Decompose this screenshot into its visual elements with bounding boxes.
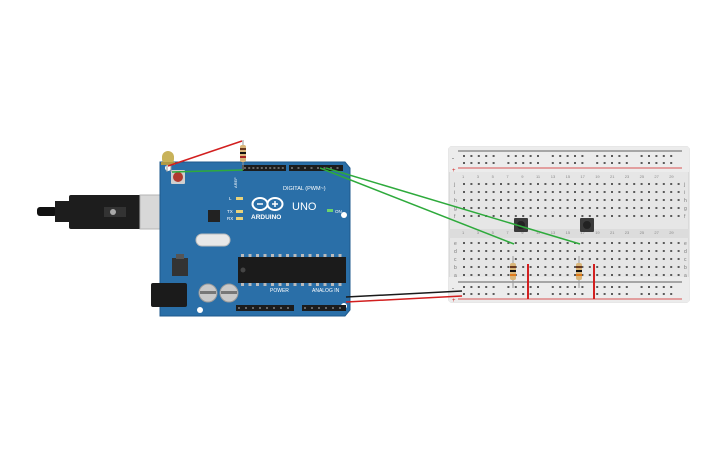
tx-label: TX [227, 209, 233, 214]
row-letter: a [684, 273, 687, 279]
wires [167, 140, 581, 303]
column-number: 1 [462, 230, 465, 235]
column-number: 23 [625, 230, 630, 235]
wire-gnd-to-rail[interactable] [345, 290, 463, 298]
row-letter: j [683, 182, 685, 188]
wire-pin-to-button2[interactable] [325, 167, 581, 245]
row-letter: c [454, 257, 457, 263]
column-number: 27 [654, 230, 659, 235]
column-number: 3 [477, 174, 480, 179]
column-number: 25 [640, 230, 645, 235]
aref-label: AREF [233, 177, 238, 188]
row-letter: a [454, 273, 457, 279]
row-letter: e [454, 241, 457, 247]
push-button-2[interactable] [580, 218, 594, 232]
row-letter: f [454, 214, 456, 220]
dc-jack [151, 283, 187, 307]
row-letter: j [453, 182, 455, 188]
wire-5v-to-rail[interactable] [345, 295, 463, 303]
atmega-chip [238, 257, 346, 283]
on-label: ON [335, 209, 342, 214]
on-led [327, 209, 333, 212]
voltage-regulator [172, 258, 188, 276]
column-numbers: 1133557799111113131515171719192121232325… [462, 174, 674, 235]
row-letter: d [454, 249, 457, 255]
column-number: 1 [462, 174, 465, 179]
row-letter: i [684, 190, 685, 196]
power-label: POWER [270, 288, 289, 294]
led-resistor[interactable] [240, 140, 246, 170]
row-letter: g [684, 206, 687, 212]
column-number: 21 [610, 174, 615, 179]
model-label: UNO [292, 201, 317, 213]
analog-label: ANALOG IN [312, 288, 340, 294]
digital-header-label: DIGITAL (PWM~) [283, 186, 326, 192]
column-number: 7 [506, 230, 509, 235]
column-number: 15 [566, 174, 571, 179]
row-letter: i [454, 190, 455, 196]
column-number: 11 [536, 230, 541, 235]
rx-label: RX [227, 216, 233, 221]
mount-hole [341, 212, 347, 218]
column-number: 27 [654, 174, 659, 179]
row-letter: g [454, 206, 457, 212]
row-letter: b [684, 265, 687, 271]
column-number: 29 [669, 230, 674, 235]
l-label: L [229, 196, 232, 201]
brand-label: ARDUINO [251, 214, 281, 221]
column-number: 7 [506, 174, 509, 179]
power-header[interactable] [236, 305, 294, 311]
row-letter: h [684, 198, 687, 204]
wire-led-resistor[interactable] [167, 140, 243, 167]
column-number: 19 [595, 230, 600, 235]
column-number: 9 [521, 230, 524, 235]
column-number: 13 [551, 230, 556, 235]
column-number: 15 [566, 230, 571, 235]
row-letter: f [684, 214, 686, 220]
column-number: 29 [669, 174, 674, 179]
mount-hole [197, 307, 203, 313]
column-number: 5 [492, 230, 495, 235]
wire-pin-to-button1[interactable] [319, 167, 515, 245]
row-letter: d [684, 249, 687, 255]
column-number: 11 [536, 174, 541, 179]
rail-minus-label-bottom: - [452, 286, 454, 292]
column-number: 17 [580, 230, 585, 235]
usb-chip [208, 210, 220, 222]
arduino-uno-board[interactable]: ON L TX RX ARDUINO UNO DIGITAL (PWM~) AR… [151, 161, 351, 317]
usb-cable[interactable] [37, 194, 181, 230]
row-letter: b [454, 265, 457, 271]
digital-header-low[interactable] [242, 165, 286, 171]
column-number: 17 [580, 174, 585, 179]
rail-plus-label-bottom: + [452, 298, 456, 304]
row-letter: c [684, 257, 687, 263]
crystal [195, 233, 231, 247]
row-letter: e [684, 241, 687, 247]
column-number: 9 [521, 174, 524, 179]
breadboard-holes [463, 155, 680, 295]
resistor-2[interactable] [576, 256, 582, 288]
column-number: 21 [610, 230, 615, 235]
column-number: 19 [595, 174, 600, 179]
column-number: 25 [640, 174, 645, 179]
rail-minus-label: - [452, 156, 454, 162]
column-number: 5 [492, 174, 495, 179]
column-number: 23 [625, 174, 630, 179]
wire-led-ground[interactable] [171, 169, 244, 173]
rail-plus-label: + [452, 168, 456, 174]
column-number: 13 [551, 174, 556, 179]
reset-button[interactable] [171, 170, 185, 184]
arduino-logo [251, 197, 284, 211]
digital-header-high[interactable] [289, 165, 343, 171]
column-number: 3 [477, 230, 480, 235]
row-letter: h [454, 198, 457, 204]
resistor-1[interactable] [510, 256, 516, 288]
analog-header[interactable] [302, 305, 346, 311]
